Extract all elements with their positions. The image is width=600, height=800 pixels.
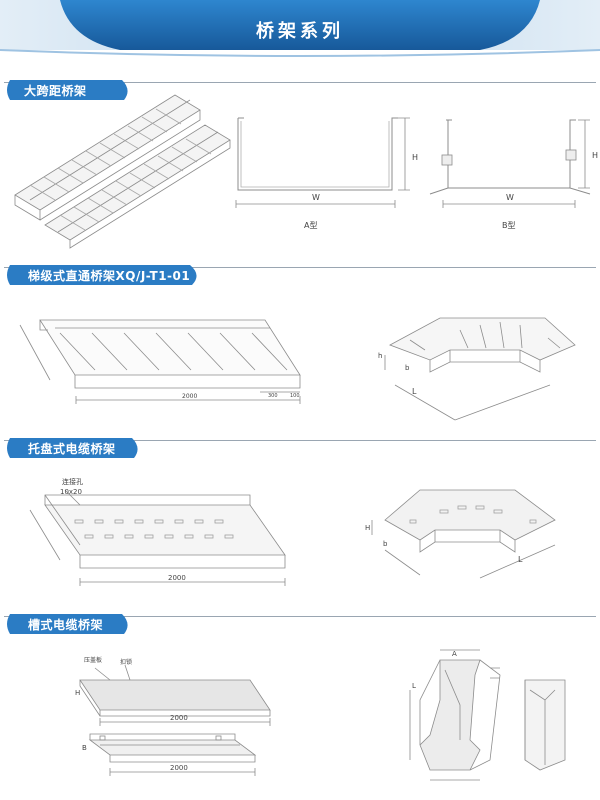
cover-label: 压盖板: [84, 656, 102, 664]
long-span-tray-drawing: [14, 94, 231, 249]
trough-vertical-bend-drawing: [524, 679, 566, 771]
section-tab-2: 梯级式直通桥架XQ/J-T1-01: [4, 265, 204, 285]
page-title: 桥架系列: [256, 21, 344, 42]
dim-step: 100: [290, 393, 300, 399]
section-tab-1: 大跨距桥架: [4, 80, 134, 100]
ladder-horizontal-elbow-drawing: [384, 317, 576, 421]
dim-l: L: [518, 555, 523, 564]
dim-h-a: H: [412, 153, 418, 162]
section-divider: [4, 440, 596, 441]
section-title: 梯级式直通桥架XQ/J-T1-01: [28, 269, 191, 283]
dim-h: H: [75, 689, 80, 697]
dim-total: 2000: [168, 574, 186, 582]
a-type-profile: [235, 117, 410, 208]
section-divider: [4, 267, 596, 268]
hole-size: 10x20: [60, 488, 82, 496]
dim-l: L: [412, 387, 417, 396]
section-tab-4: 槽式电缆桥架: [4, 614, 134, 634]
tray-horizontal-elbow-drawing: [371, 489, 556, 579]
dim-h-b: H: [592, 151, 598, 160]
dim-b: b: [405, 364, 410, 372]
dim-b: b: [383, 540, 388, 548]
dim-total: 2000: [182, 393, 197, 400]
trough-cover-drawing: [79, 664, 271, 726]
dim-w-b: W: [506, 193, 514, 202]
dim-h: H: [365, 524, 370, 532]
section-title: 托盘式电缆桥架: [28, 442, 116, 456]
hole-label: 连接孔: [62, 477, 83, 486]
trough-horizontal-tee-drawing: [409, 649, 501, 781]
section-title: 大跨距桥架: [24, 84, 87, 98]
dim-l: L: [412, 682, 416, 690]
type-a-caption: A型: [304, 221, 317, 230]
dim-a: A: [452, 650, 457, 658]
dim-total-top: 2000: [170, 714, 188, 722]
clip-label: 扣锁: [120, 658, 132, 666]
b-type-profile: [429, 119, 591, 208]
section-title: 槽式电缆桥架: [28, 618, 104, 632]
dim-w-a: W: [312, 193, 320, 202]
header-banner: [0, 0, 600, 57]
dim-span: 300: [268, 393, 278, 399]
dim-h: h: [378, 352, 382, 360]
tray-straight-drawing: [29, 489, 286, 586]
type-b-caption: B型: [502, 221, 516, 230]
dim-b: B: [82, 744, 87, 752]
dim-total-bottom: 2000: [170, 764, 188, 772]
ladder-straight-tray-drawing: [19, 319, 301, 404]
trough-straight-drawing: [88, 733, 257, 776]
section-tab-3: 托盘式电缆桥架: [4, 438, 144, 458]
section-divider: [4, 82, 596, 83]
section-divider: [4, 616, 596, 617]
